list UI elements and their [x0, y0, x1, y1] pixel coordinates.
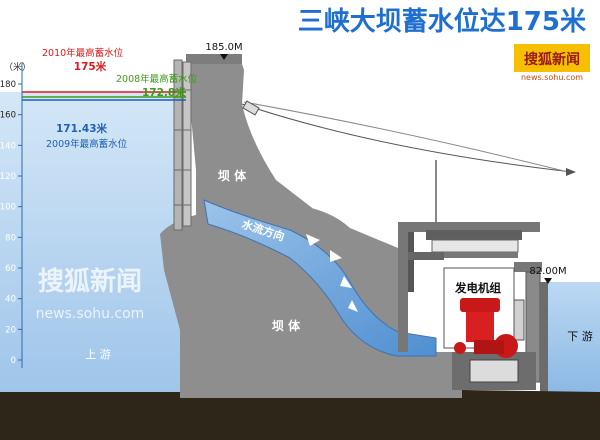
dam-crest	[186, 54, 242, 64]
level-2009-value: 171.43米	[56, 122, 108, 135]
dam-pier	[173, 59, 183, 231]
dam-body-lower-label: 坝 体	[272, 318, 301, 333]
level-2008-value: 172.8米	[142, 86, 186, 99]
dam-body-upper-shape	[186, 58, 320, 234]
riverbed	[0, 390, 600, 440]
axis-tick-label: 40	[5, 295, 16, 305]
axis-tick-label: 20	[5, 325, 16, 335]
dam-body-upper-label: 坝 体	[218, 168, 247, 183]
power-plant	[398, 160, 548, 392]
cable-line	[241, 103, 573, 173]
axis-tick-label: 160	[0, 111, 16, 121]
axis-tick-label: 0	[11, 356, 16, 366]
downstream-label: 下 游	[567, 330, 593, 343]
plant-top-elevation: 82.00M	[529, 266, 566, 277]
upstream-water	[0, 92, 190, 392]
generator-label: 发电机组	[454, 281, 501, 295]
watermark-text: 搜狐新闻	[38, 266, 142, 297]
dam-body-lower-shape	[160, 206, 462, 398]
sohu-logo: 搜狐新闻 news.sohu.com	[514, 44, 590, 82]
axis-tick-label: 140	[0, 141, 16, 151]
axis-tick-label: 180	[0, 80, 16, 90]
axis-tick-label: 60	[5, 264, 16, 274]
level-2010-label: 2010年最高蓄水位	[42, 47, 124, 59]
upstream-label: 上 游	[85, 348, 111, 361]
level-2008-label: 2008年最高蓄水位	[116, 73, 198, 85]
elevation-axis: 180 160 140 120 100 80 60 40 20 0	[0, 62, 23, 368]
logo-text: 搜狐新闻	[524, 51, 580, 68]
watermark-url: news.sohu.com	[36, 306, 145, 322]
axis-tick-label: 100	[0, 203, 16, 213]
flow-arrows	[306, 234, 358, 312]
generator-unit	[454, 298, 518, 358]
level-2010-value: 175米	[74, 60, 107, 73]
axis-tick-label: 80	[5, 233, 16, 243]
level-2009-label: 2009年最高蓄水位	[46, 138, 128, 150]
dam-pier	[182, 61, 192, 227]
axis-unit: （米）	[4, 61, 31, 73]
page-title: 三峡大坝蓄水位达175米	[298, 6, 586, 37]
dam-top-elevation: 185.0M	[205, 42, 242, 53]
logo-url: news.sohu.com	[521, 73, 583, 82]
penstock	[203, 199, 437, 357]
downstream-water	[540, 282, 600, 392]
axis-tick-label: 120	[0, 172, 16, 182]
